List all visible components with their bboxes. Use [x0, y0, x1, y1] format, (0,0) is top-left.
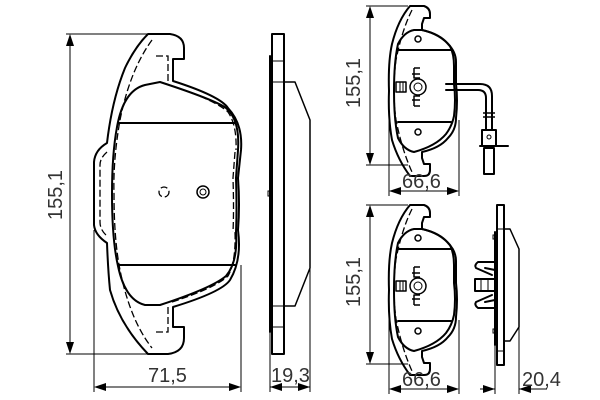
sensor-height-label: 155,1 [343, 58, 365, 108]
dimension-clip-height: 155,1 [343, 204, 408, 365]
clip-thickness-label: 20,4 [522, 369, 561, 391]
dimension-sensor-height: 155,1 [343, 5, 408, 166]
clip-width-label: 66,6 [402, 369, 441, 391]
main-width-label: 71,5 [148, 365, 187, 387]
dimension-clip-width: 66,6 [388, 290, 460, 394]
dimension-main-thickness: 19,3 [269, 268, 311, 392]
clip-pad-side-view [474, 204, 520, 366]
main-pad-side-view [267, 33, 311, 355]
main-height-label: 155,1 [45, 170, 67, 220]
clip-height-label: 155,1 [343, 257, 365, 307]
main-thickness-label: 19,3 [271, 365, 310, 387]
dimension-clip-thickness: 20,4 [480, 327, 561, 394]
main-pad-front-view [93, 33, 243, 355]
clip-pad-front-view [387, 204, 458, 376]
dimension-sensor-width: 66,6 [388, 91, 460, 196]
wear-sensor [445, 83, 509, 175]
dimension-main-width: 71,5 [93, 230, 242, 392]
sensor-width-label: 66,6 [402, 171, 441, 193]
dimension-main-height: 155,1 [45, 33, 148, 355]
